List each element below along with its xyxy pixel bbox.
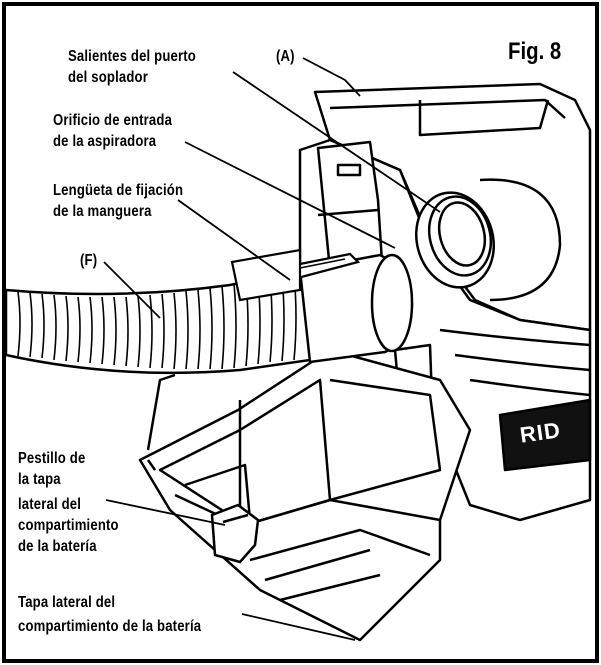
callout-latch-line1: Pestillo de <box>18 450 86 467</box>
callout-vac-inlet-line1: Orificio de entrada <box>53 112 173 129</box>
callout-latch-line4: compartimiento <box>18 517 119 534</box>
vacuum-body <box>298 82 592 522</box>
leader-lines <box>103 57 441 641</box>
callout-latch-line5: de la batería <box>18 538 97 555</box>
battery-side-cover <box>138 348 472 642</box>
callout-blower-port-line1: Salientes del puerto <box>68 48 196 65</box>
callout-vac-inlet-line2: de la aspiradora <box>53 133 157 150</box>
hose-f <box>4 248 414 375</box>
callout-latch-line3: lateral del <box>18 496 82 513</box>
callout-side-cover-line2: compartimiento de la batería <box>18 618 202 635</box>
callout-hose-tab-line1: Lengüeta de fijación <box>53 182 184 199</box>
callout-latch-line2: la tapa <box>18 471 61 488</box>
callout-blower-port-line2: del soplador <box>68 69 148 86</box>
callout-a: (A) <box>276 48 295 65</box>
callout-side-cover-line1: Tapa lateral del <box>18 594 116 611</box>
callout-f: (F) <box>80 252 98 269</box>
figure-label: Fig. 8 <box>508 38 562 65</box>
callout-hose-tab-line2: de la manguera <box>53 203 152 220</box>
